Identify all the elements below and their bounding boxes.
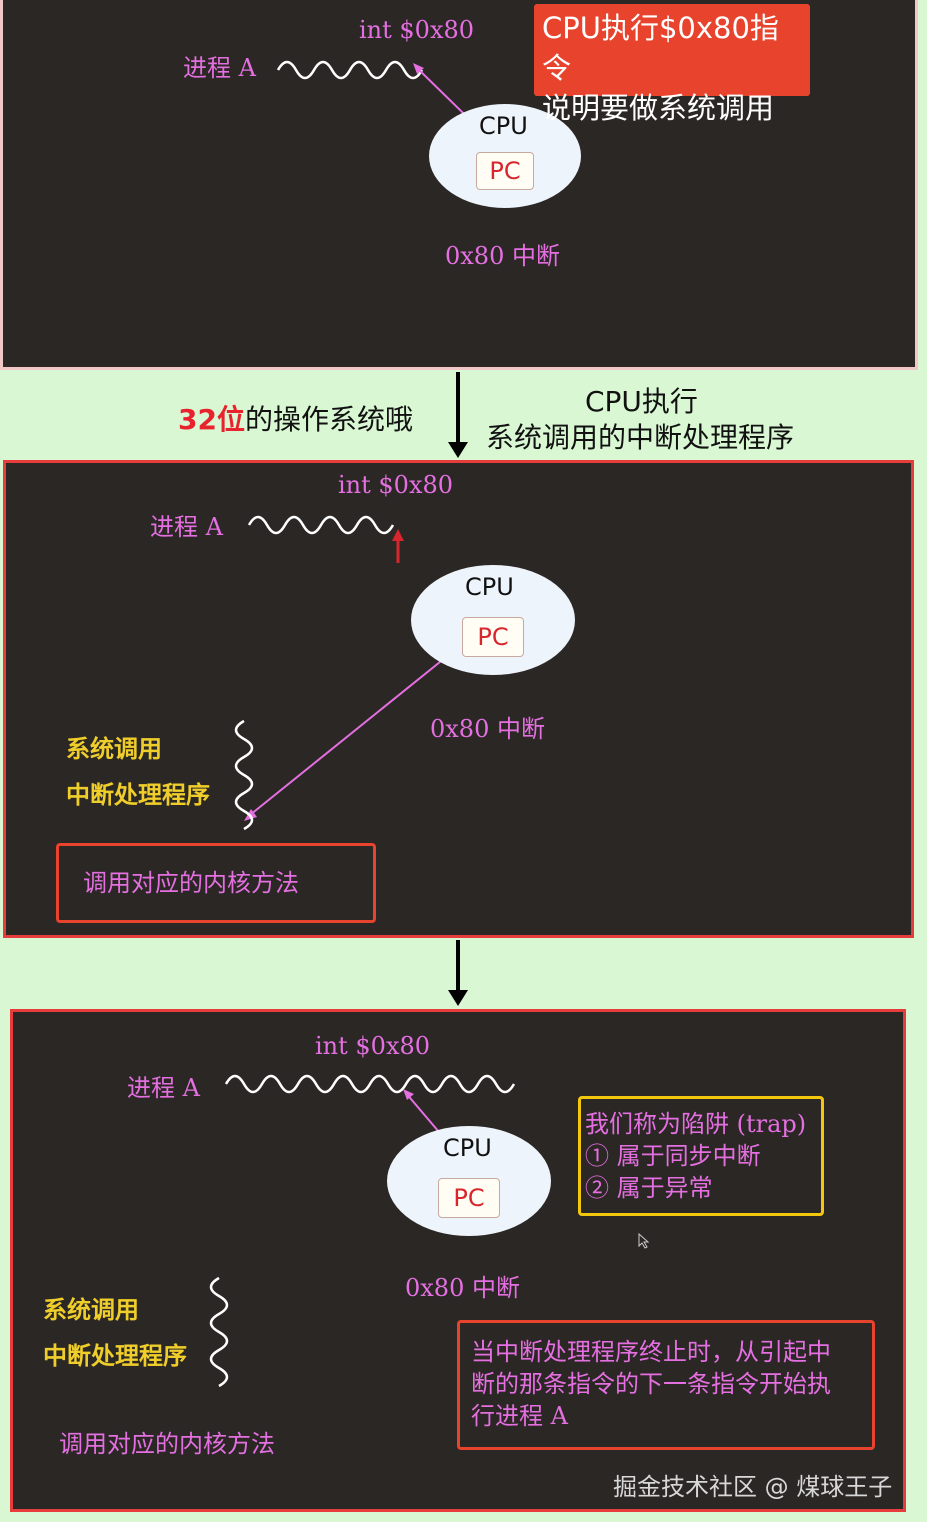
- panel-step-2: 进程 A int $0x80 CPU PC 0x80 中断 系统调用 中断处理程…: [3, 460, 914, 938]
- flow-arrowhead-1: [448, 442, 468, 458]
- interrupt-handler-label: 中断处理程序: [66, 780, 210, 809]
- cpu-exec-callout: CPU执行$0x80指令 说明要做系统调用: [534, 4, 810, 125]
- pc-pointer-arrowhead: [413, 63, 424, 74]
- watermark: 掘金技术社区 @ 煤球王子: [613, 1473, 893, 1501]
- return-arrowhead: [392, 529, 404, 541]
- os-bitness-note: 32位的操作系统哦: [178, 398, 413, 438]
- process-wave: [276, 60, 424, 80]
- cpu-exec-line-1: CPU执行: [585, 385, 698, 418]
- trap-note-line-3: ② 属于异常: [585, 1174, 713, 1202]
- panel-step-1: 进程 A int $0x80 CPU PC 0x80 中断 CPU执行$0x80…: [0, 0, 918, 370]
- panel2-drawing: [234, 515, 462, 831]
- kernel-method-label: 调用对应的内核方法: [83, 869, 299, 897]
- pc-register: PC: [476, 152, 534, 190]
- kernel-method-label: 调用对应的内核方法: [59, 1430, 275, 1458]
- instruction-label: int $0x80: [338, 471, 454, 499]
- cpu-label: CPU: [465, 573, 514, 601]
- handler-wave: [209, 1276, 229, 1388]
- process-a-label: 进程 A: [150, 513, 223, 541]
- interrupt-label: 0x80 中断: [430, 715, 545, 743]
- return-note-line-1: 当中断处理程序终止时，从引起中: [471, 1338, 831, 1366]
- cpu-label: CPU: [479, 112, 528, 140]
- return-note-line-2: 断的那条指令的下一条指令开始执: [471, 1370, 831, 1398]
- kernel-method-box: [56, 843, 376, 923]
- os-bitness-rest: 的操作系统哦: [244, 403, 413, 436]
- os-bitness-highlight: 32位: [178, 403, 245, 436]
- cursor-icon: [638, 1232, 650, 1249]
- callout-line-2: 说明要做系统调用: [542, 91, 775, 125]
- instruction-label: int $0x80: [315, 1032, 431, 1060]
- return-note-box: [457, 1320, 875, 1450]
- return-note-line-3: 行进程 A: [471, 1402, 568, 1430]
- pc-pointer-arrowhead: [403, 1089, 414, 1100]
- cpu-label: CPU: [443, 1134, 492, 1162]
- pc-register: PC: [438, 1178, 500, 1218]
- handler-wave: [234, 719, 254, 831]
- trap-note-box: [578, 1096, 824, 1216]
- handler-pointer-arrow: [249, 644, 462, 816]
- pc-register: PC: [462, 617, 524, 657]
- process-wave: [224, 1074, 516, 1094]
- syscall-label: 系统调用: [43, 1295, 139, 1324]
- instruction-label: int $0x80: [359, 16, 475, 44]
- process-wave: [247, 515, 395, 535]
- interrupt-label: 0x80 中断: [445, 242, 560, 270]
- callout-line-1: CPU执行$0x80指令: [542, 11, 779, 85]
- flow-arrowhead-2: [448, 990, 468, 1006]
- panel-step-3: 进程 A int $0x80 CPU PC 0x80 中断 系统调用 中断处理程…: [10, 1009, 906, 1512]
- cpu-exec-line-2: 系统调用的中断处理程序: [486, 421, 795, 454]
- trap-note-line-1: 我们称为陷阱 (trap): [585, 1110, 807, 1138]
- interrupt-handler-label: 中断处理程序: [43, 1341, 187, 1370]
- process-a-label: 进程 A: [183, 54, 256, 82]
- interrupt-label: 0x80 中断: [405, 1274, 520, 1302]
- process-a-label: 进程 A: [127, 1074, 200, 1102]
- syscall-label: 系统调用: [66, 734, 162, 763]
- trap-note-line-2: ① 属于同步中断: [585, 1142, 761, 1170]
